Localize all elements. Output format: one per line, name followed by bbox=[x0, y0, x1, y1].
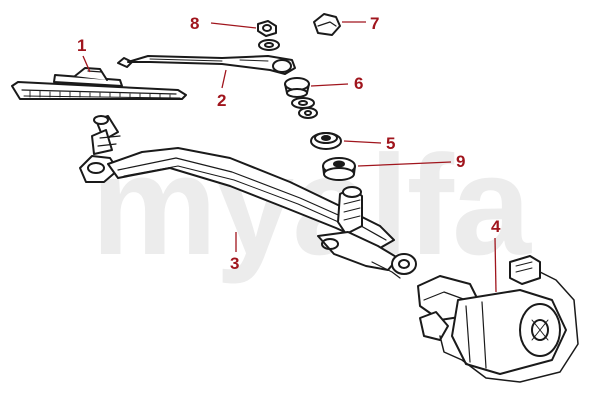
callout-5: 5 bbox=[386, 134, 396, 153]
wiper-arm bbox=[127, 55, 296, 75]
leader-lines bbox=[82, 21, 497, 293]
nut-small bbox=[257, 20, 280, 51]
wiper-linkage bbox=[79, 115, 417, 279]
nut-cap bbox=[313, 13, 341, 36]
callout-1: 1 bbox=[77, 36, 87, 55]
wiper-motor bbox=[417, 255, 579, 383]
callout-8: 8 bbox=[190, 14, 200, 33]
callout-7: 7 bbox=[370, 14, 380, 33]
callout-6: 6 bbox=[354, 74, 364, 93]
bushing-stack bbox=[284, 77, 318, 119]
callout-4: 4 bbox=[491, 217, 501, 236]
callout-9: 9 bbox=[456, 152, 466, 171]
callout-2: 2 bbox=[217, 91, 227, 110]
callout-3: 3 bbox=[230, 254, 240, 273]
washer-part-5 bbox=[310, 132, 342, 150]
grommet-part-9 bbox=[322, 157, 356, 181]
wiper-blade bbox=[11, 57, 187, 100]
